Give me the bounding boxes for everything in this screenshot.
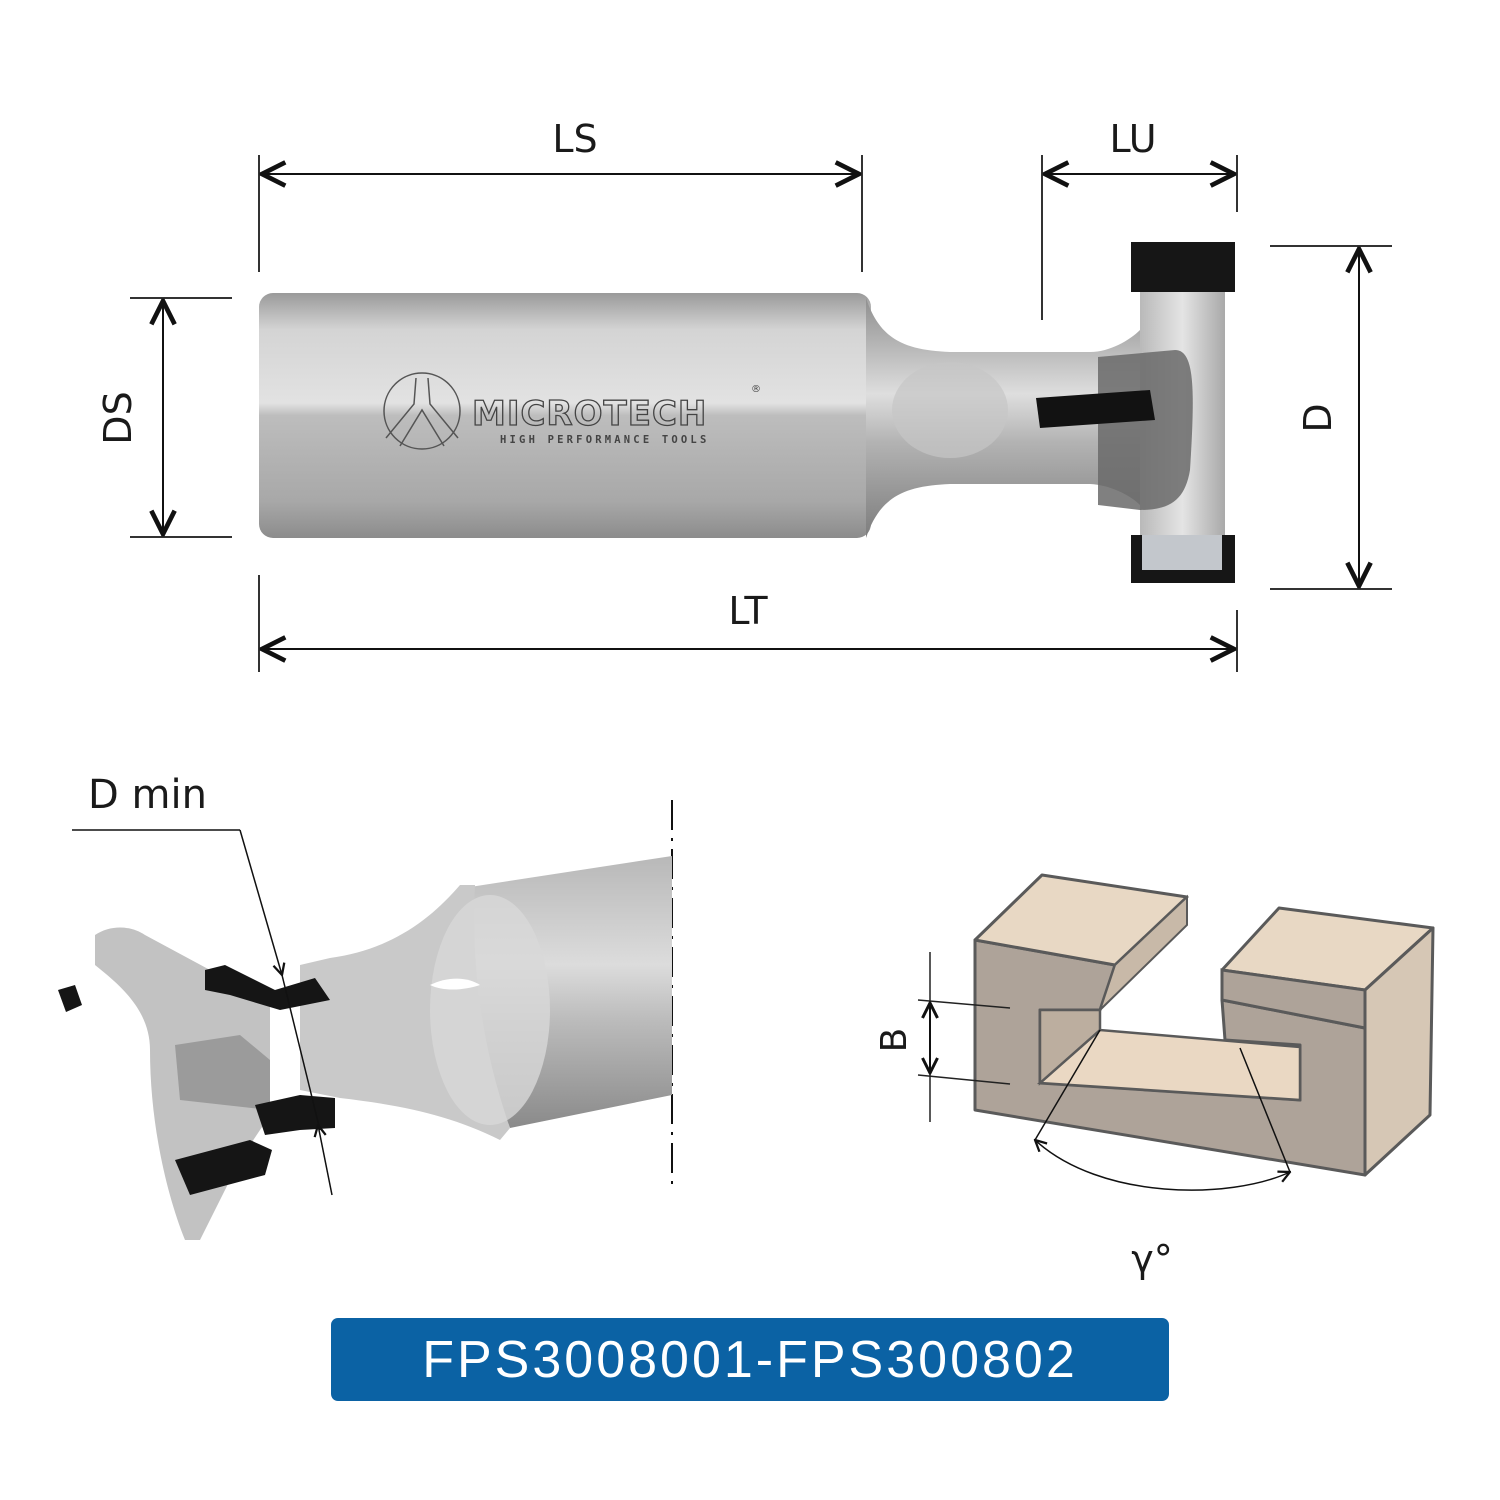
detail-insert-bottom: [175, 1140, 272, 1195]
top-view: MICROTECH HIGH PERFORMANCE TOOLS ® LS LU…: [96, 117, 1392, 672]
svg-text:MICROTECH: MICROTECH: [472, 394, 707, 434]
ls-label: LS: [552, 117, 597, 161]
dmin-label: D min: [88, 772, 207, 818]
svg-text:HIGH PERFORMANCE TOOLS: HIGH PERFORMANCE TOOLS: [500, 434, 709, 446]
detail-insert-top: [205, 965, 330, 1010]
product-code-label: FPS3008001-FPS300802: [422, 1330, 1078, 1389]
b-label: B: [874, 1028, 915, 1053]
gamma-label: γ°: [1131, 1237, 1173, 1281]
product-code-banner: FPS3008001-FPS300802: [331, 1318, 1169, 1401]
lt-label: LT: [728, 589, 768, 633]
ds-label: DS: [96, 391, 140, 444]
slot-view: B γ°: [874, 873, 1435, 1281]
detail-view: D min: [58, 772, 673, 1240]
dmin-leader-line: [239, 829, 282, 975]
insert-top: [1131, 242, 1235, 292]
svg-text:®: ®: [751, 384, 761, 395]
microtech-logo: MICROTECH HIGH PERFORMANCE TOOLS ®: [383, 372, 761, 450]
insert-middle: [1036, 390, 1155, 428]
d-label: D: [1296, 403, 1340, 432]
lu-label: LU: [1109, 117, 1156, 161]
logo-emblem-icon: [383, 372, 461, 450]
angle-arc: [1035, 1140, 1290, 1191]
tool-shank: [259, 293, 871, 538]
